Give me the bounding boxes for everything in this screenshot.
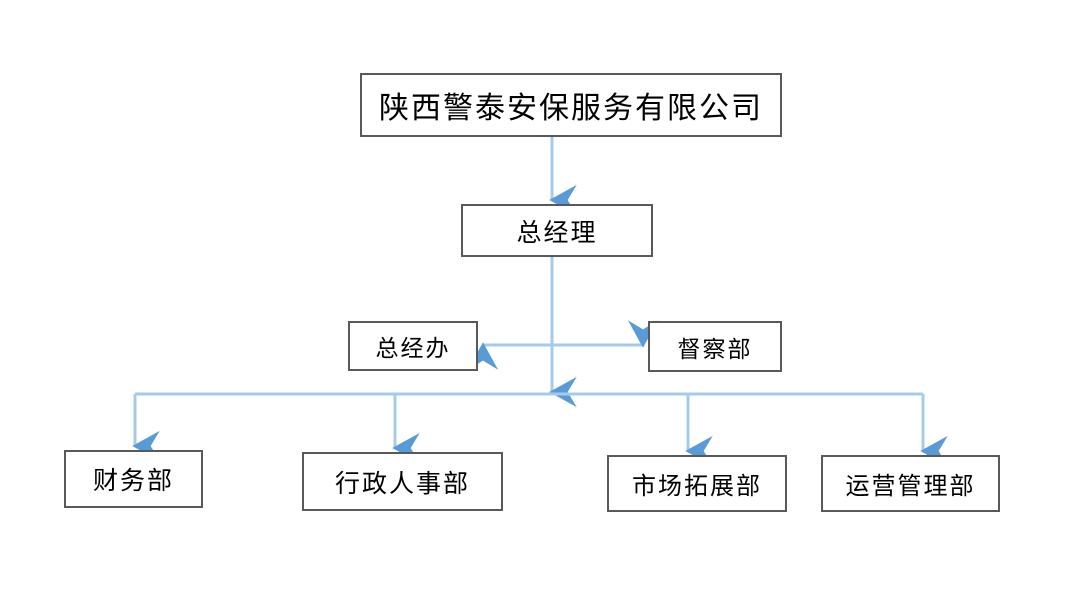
node-inspection-dept[interactable]: 督察部 [648, 321, 782, 372]
node-market-dev-dept[interactable]: 市场拓展部 [607, 455, 787, 512]
node-finance-dept[interactable]: 财务部 [64, 450, 203, 508]
node-general-manager[interactable]: 总经理 [461, 204, 653, 257]
node-company-root[interactable]: 陕西警泰安保服务有限公司 [360, 73, 782, 137]
node-general-office[interactable]: 总经办 [348, 321, 478, 371]
node-admin-hr-dept[interactable]: 行政人事部 [302, 452, 503, 511]
node-operations-dept[interactable]: 运营管理部 [821, 455, 1000, 512]
